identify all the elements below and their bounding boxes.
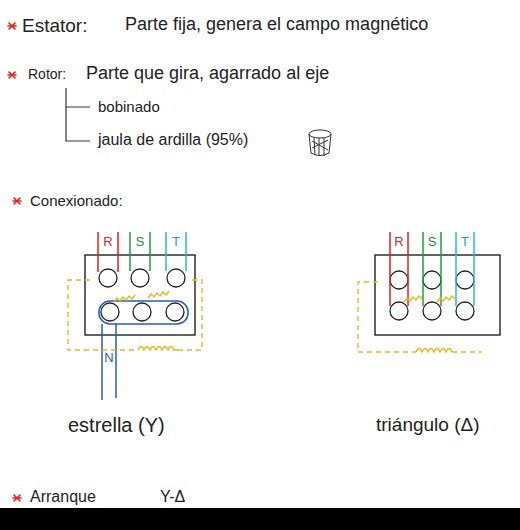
definition-text: Parte que gira, agarrado al eje xyxy=(86,63,329,84)
phase-label: S xyxy=(136,235,145,250)
section-heading: Arranque xyxy=(30,488,96,506)
heading-term: Rotor: xyxy=(28,66,66,82)
terminal-box xyxy=(85,255,195,335)
heading-term: Estator: xyxy=(22,15,87,37)
branch-lines xyxy=(66,88,90,141)
phase-wires xyxy=(390,232,474,306)
connection-caption: estrella (Y) xyxy=(68,414,165,437)
neutral-wire xyxy=(102,324,116,400)
terminals xyxy=(99,269,185,321)
squirrel-cage-icon xyxy=(309,130,331,156)
coil-windings xyxy=(68,280,202,350)
phase-label: R xyxy=(394,235,403,250)
rotor-type: jaula de ardilla (95%) xyxy=(98,131,248,149)
connection-caption: triángulo (Δ) xyxy=(376,414,480,436)
phase-label: T xyxy=(172,235,180,250)
phase-label: S xyxy=(428,235,437,250)
terminals xyxy=(390,271,474,320)
coil-windings xyxy=(358,282,482,352)
star-bridge xyxy=(99,301,188,324)
bullet-asterisks xyxy=(8,23,21,501)
definition-text: Parte fija, genera el campo magnético xyxy=(125,14,428,35)
neutral-label: N xyxy=(104,351,113,366)
section-heading: Conexionado: xyxy=(30,192,123,209)
phase-label: T xyxy=(461,235,469,250)
section-note: Y-Δ xyxy=(160,488,185,506)
rotor-type: bobinado xyxy=(98,98,160,115)
terminal-box xyxy=(375,255,500,335)
phase-label: R xyxy=(103,235,112,250)
phase-wires xyxy=(98,232,186,272)
black-band xyxy=(0,508,520,530)
